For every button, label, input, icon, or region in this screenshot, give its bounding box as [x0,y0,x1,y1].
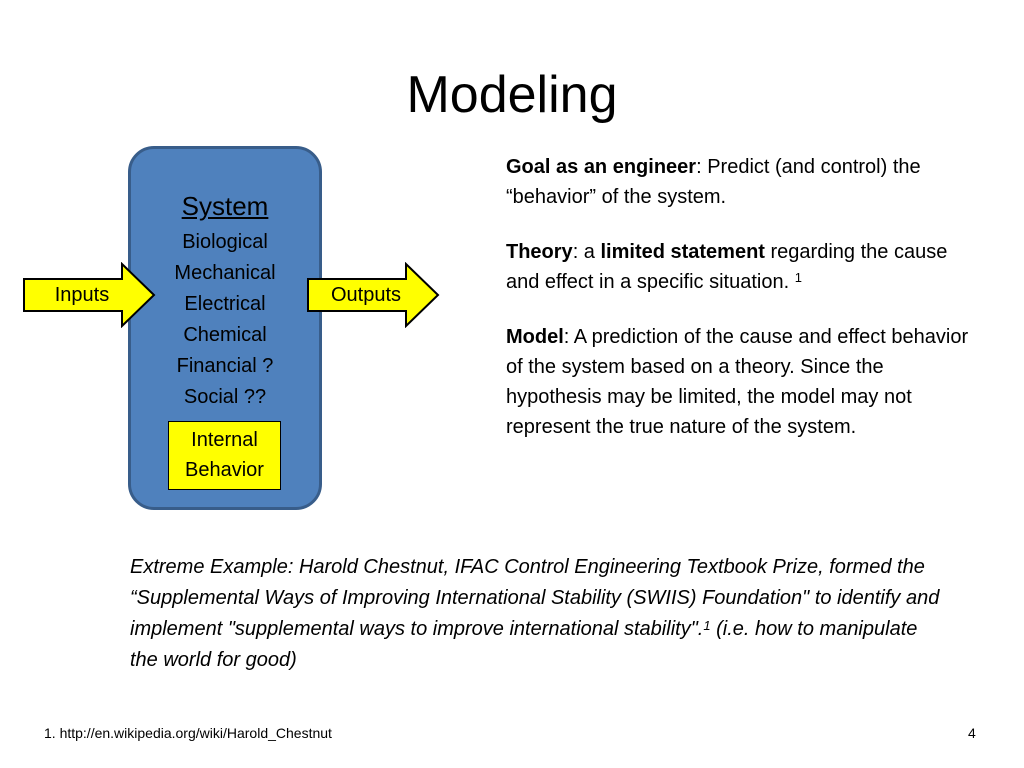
extreme-example-footnote-ref: 1 [703,618,711,633]
system-type-item: Biological [182,231,268,253]
extreme-example-text-after: (i.e. how to manipulate the world for go… [130,618,918,671]
internal-behavior-line: Behavior [185,459,264,481]
outputs-label: Outputs [330,284,402,306]
extreme-example-text: Extreme Example: Harold Chestnut, IFAC C… [130,556,940,640]
extreme-example-paragraph: Extreme Example: Harold Chestnut, IFAC C… [130,552,950,676]
model-text: : A prediction of the cause and effect b… [506,326,969,438]
inputs-label: Inputs [54,284,110,306]
system-type-list: Biological Mechanical Electrical Chemica… [128,227,322,413]
system-label: System [181,191,269,221]
goal-text: : Predict (and control) the “behavior” o… [506,156,921,208]
slide-title: Modeling [406,66,618,124]
goal-term: Goal as an engineer [506,156,697,178]
model-paragraph: Model: A prediction of the cause and eff… [506,322,976,442]
theory-paragraph: Theory: a limited statement regarding th… [506,237,976,297]
internal-behavior-line: Internal [191,429,258,451]
theory-text-after: regarding the cause and effect in a spec… [506,241,948,293]
theory-emphasis: limited statement [600,241,765,263]
footnote: 1. http://en.wikipedia.org/wiki/Harold_C… [44,725,332,741]
outputs-arrow [307,262,440,328]
theory-footnote-ref: 1 [794,270,802,285]
system-type-item: Financial ? [176,355,274,377]
system-type-item: Mechanical [174,262,276,284]
inputs-arrow [23,262,156,328]
page-number: 4 [968,725,976,741]
system-type-item: Electrical [184,293,266,315]
system-type-item: Chemical [183,324,267,346]
theory-text-before: : a [572,241,601,263]
internal-behavior-box: Internal Behavior [168,421,281,490]
theory-term: Theory [506,241,573,263]
goal-paragraph: Goal as an engineer: Predict (and contro… [506,152,976,212]
model-term: Model [506,326,564,348]
system-type-item: Social ?? [183,386,267,408]
